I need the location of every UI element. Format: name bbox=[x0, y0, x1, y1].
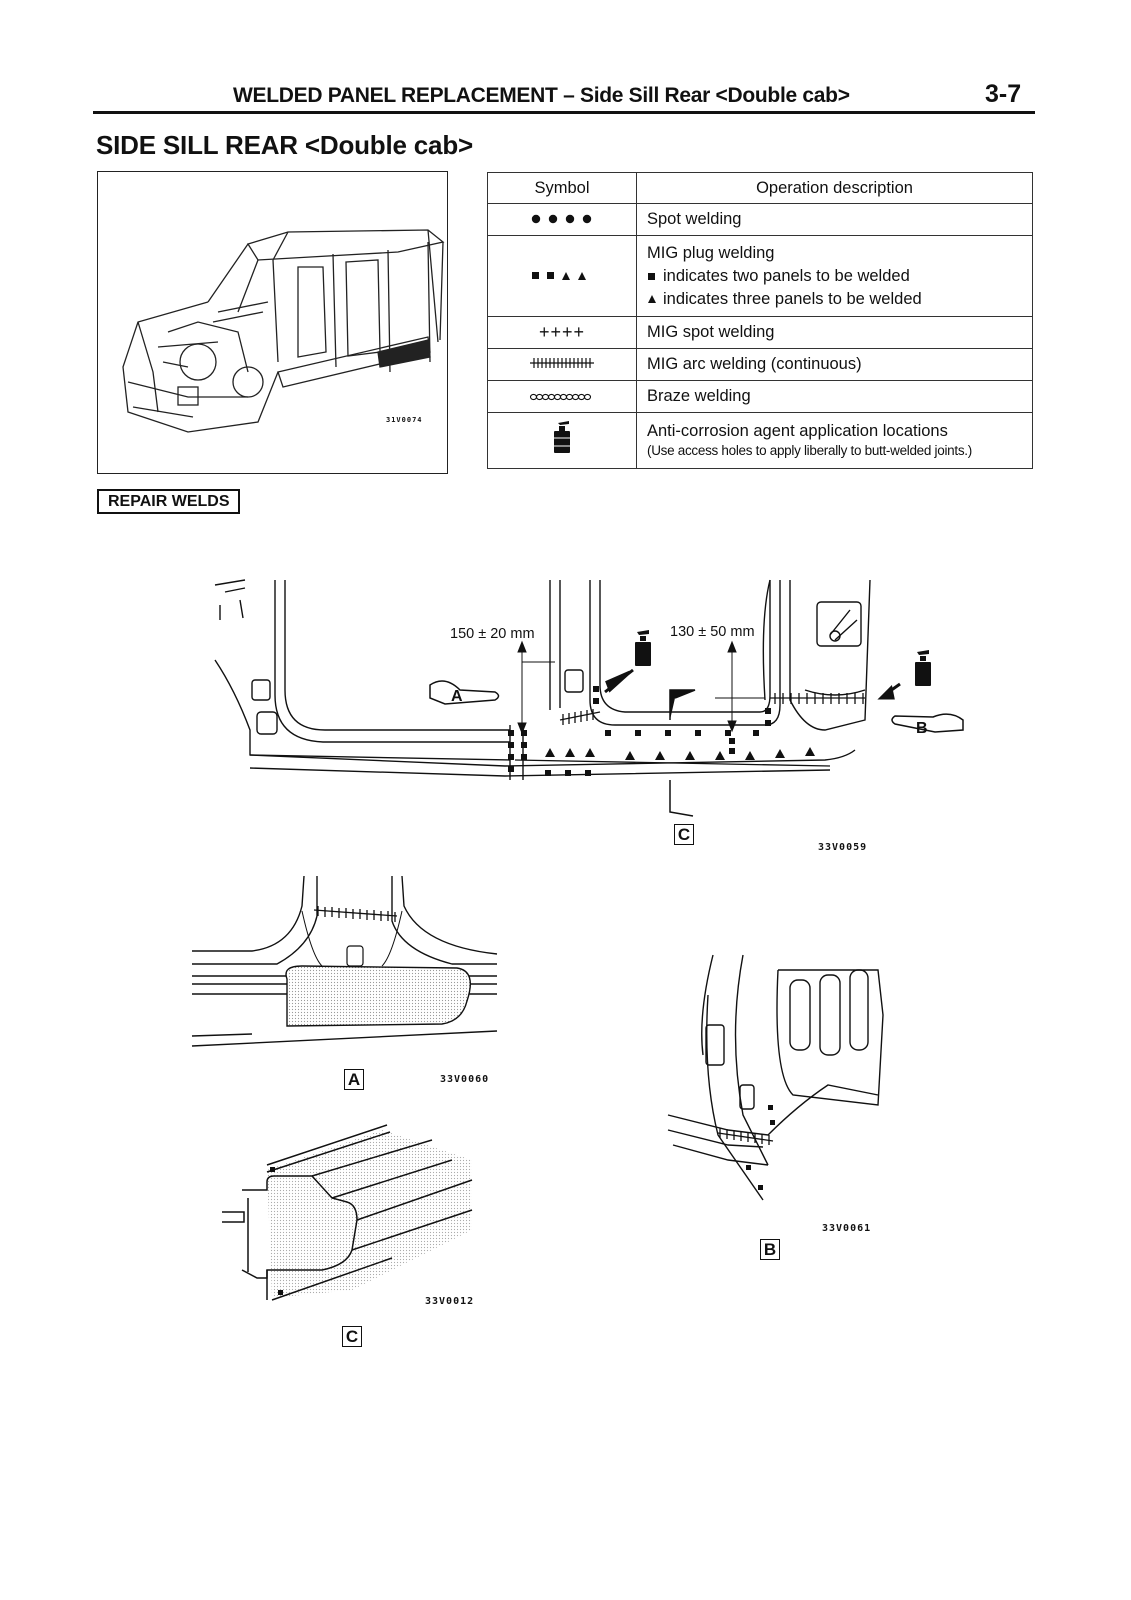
header-title: WELDED PANEL REPLACEMENT – Side Sill Rea… bbox=[233, 84, 850, 107]
main-figure-code: 33V0059 bbox=[818, 842, 868, 853]
callout-hand-a-icon bbox=[429, 680, 500, 705]
callout-a-label: A bbox=[451, 688, 463, 705]
legend-desc-mig-spot: MIG spot welding bbox=[647, 323, 775, 341]
callout-hand-b-icon bbox=[891, 713, 964, 733]
legend-desc-arc: MIG arc welding (continuous) bbox=[647, 355, 862, 373]
detail-a-figure-code: 33V0060 bbox=[440, 1074, 490, 1085]
arrow-icon bbox=[604, 668, 634, 694]
legend-desc-braze: Braze welding bbox=[647, 387, 751, 405]
plug-weld-marks bbox=[508, 686, 815, 776]
dimension-150mm: 150 ± 20 mm bbox=[450, 626, 535, 642]
table-row: Anti-corrosion agent application locatio… bbox=[487, 412, 1033, 469]
arc-weld-hatch-icon bbox=[530, 358, 594, 368]
anti-corrosion-can-icon bbox=[915, 650, 931, 686]
table-row: Braze welding bbox=[487, 380, 1033, 413]
triangle-bullet-icon bbox=[648, 294, 656, 303]
legend-desc-spot: Spot welding bbox=[647, 210, 742, 228]
detail-c-label: C bbox=[342, 1326, 362, 1347]
arc-weld-marks bbox=[717, 1128, 774, 1145]
spot-weld-dots-icon bbox=[531, 214, 592, 224]
detail-b-figure bbox=[667, 954, 884, 1201]
legend-desc-mig-plug: MIG plug welding bbox=[647, 243, 775, 262]
header-rule bbox=[93, 111, 1035, 114]
plug-weld-marks bbox=[746, 1105, 775, 1190]
mig-spot-plus-icon: ++++ bbox=[487, 316, 637, 349]
overview-figure: 31V0074 bbox=[97, 171, 448, 474]
overview-figure-code: 31V0074 bbox=[386, 416, 423, 424]
plug-weld-marks bbox=[270, 1167, 283, 1295]
arc-weld-marks bbox=[313, 906, 398, 922]
welding-symbol-table: Symbol Operation description Spot weldin… bbox=[487, 172, 1033, 469]
detail-c-figure-code: 33V0012 bbox=[425, 1296, 475, 1307]
callout-b-label: B bbox=[916, 720, 928, 737]
detail-b-label: B bbox=[760, 1239, 780, 1260]
legend-desc-two-panels: indicates two panels to be welded bbox=[663, 266, 910, 285]
car-body-illustration bbox=[122, 229, 445, 433]
anti-corrosion-can-icon bbox=[635, 630, 651, 666]
dimension-130mm: 130 ± 50 mm bbox=[670, 624, 755, 640]
description-column-header: Operation description bbox=[636, 172, 1033, 204]
legend-desc-three-panels: indicates three panels to be welded bbox=[663, 289, 922, 308]
page-number: 3-7 bbox=[985, 80, 1022, 108]
legend-desc-anticorrosion: Anti-corrosion agent application locatio… bbox=[647, 421, 948, 440]
table-header-row: Symbol Operation description bbox=[487, 172, 1033, 204]
repair-welds-label: REPAIR WELDS bbox=[97, 489, 241, 514]
detail-b-figure-code: 33V0061 bbox=[822, 1223, 872, 1234]
detail-c-figure bbox=[222, 1124, 473, 1301]
table-row: ++++ MIG spot welding bbox=[487, 316, 1033, 349]
legend-desc-anticorrosion-note: (Use access holes to apply liberally to … bbox=[647, 442, 972, 458]
table-row: MIG plug welding indicates two panels to… bbox=[487, 235, 1033, 317]
detail-a-figure bbox=[191, 875, 498, 1047]
anti-corrosion-can-icon bbox=[554, 421, 570, 453]
mig-plug-squares-triangles-icon bbox=[532, 271, 586, 280]
callout-c-label: C bbox=[674, 824, 694, 845]
square-bullet-icon bbox=[648, 272, 655, 280]
detail-a-label: A bbox=[344, 1069, 364, 1090]
arrow-icon bbox=[877, 682, 901, 700]
section-title: SIDE SILL REAR <Double cab> bbox=[96, 130, 473, 160]
symbol-column-header: Symbol bbox=[487, 172, 637, 204]
table-row: MIG arc welding (continuous) bbox=[487, 348, 1033, 381]
table-row: Spot welding bbox=[487, 203, 1033, 236]
flag-icon bbox=[669, 689, 696, 720]
braze-weld-loops-icon bbox=[529, 393, 592, 401]
arc-weld-marks bbox=[562, 693, 864, 725]
side-sill-main-figure bbox=[214, 579, 964, 817]
